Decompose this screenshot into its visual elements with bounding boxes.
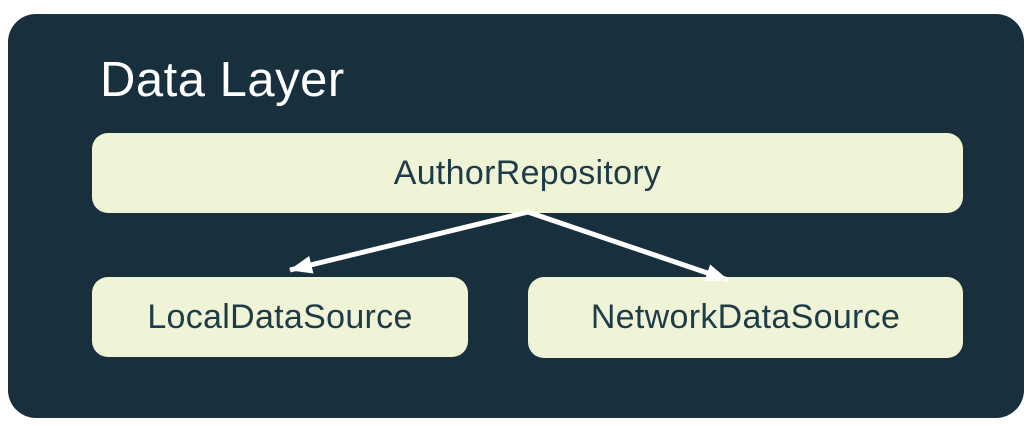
- node-network-data-source: NetworkDataSource: [528, 277, 963, 358]
- node-author-repository: AuthorRepository: [92, 133, 963, 213]
- node-author-repository-label: AuthorRepository: [393, 153, 662, 192]
- node-local-data-source: LocalDataSource: [92, 277, 468, 357]
- node-local-data-source-label: LocalDataSource: [147, 297, 413, 336]
- node-network-data-source-label: NetworkDataSource: [590, 298, 901, 336]
- data-layer-title: Data Layer: [100, 53, 345, 107]
